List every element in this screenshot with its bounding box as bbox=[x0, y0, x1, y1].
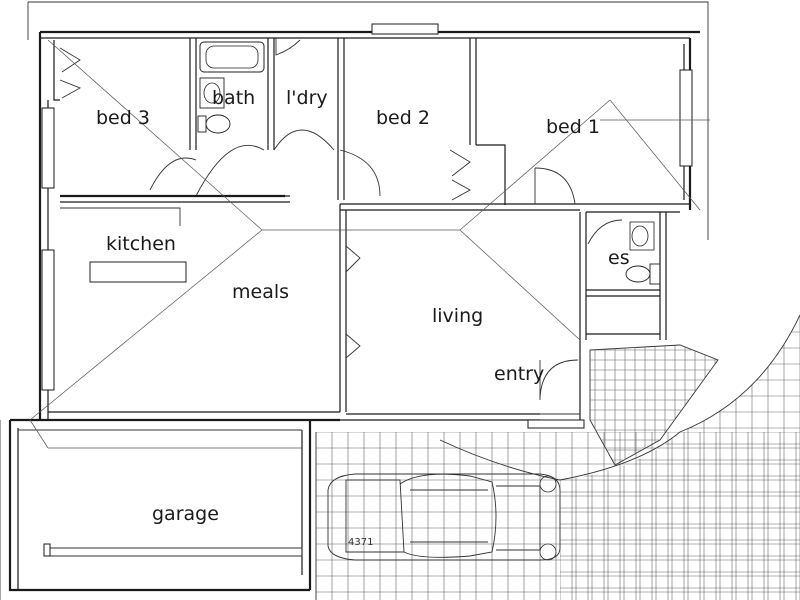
room-label-garage: garage bbox=[152, 503, 219, 525]
fixtures bbox=[60, 41, 661, 285]
room-labels: bed 3 bath l'dry bed 2 bed 1 kitchen mea… bbox=[96, 87, 630, 525]
outer-walls bbox=[8, 23, 700, 592]
curved-path-edge bbox=[315, 314, 800, 600]
room-label-meals: meals bbox=[232, 281, 289, 303]
room-label-bed-2: bed 2 bbox=[376, 107, 430, 129]
room-label-bed-3: bed 3 bbox=[96, 107, 150, 129]
room-label-living: living bbox=[432, 305, 483, 327]
paving-grid bbox=[316, 432, 800, 600]
room-label-ensuite: es bbox=[608, 247, 630, 269]
room-label-laundry: l'dry bbox=[286, 87, 328, 109]
room-label-entry: entry bbox=[494, 363, 544, 385]
room-label-bed-1: bed 1 bbox=[546, 116, 600, 138]
doors bbox=[59, 38, 623, 415]
site-boundary bbox=[0, 1, 709, 600]
roof-lines bbox=[29, 39, 710, 449]
room-label-bath: bath bbox=[212, 87, 255, 109]
car-number: 4371 bbox=[348, 537, 373, 548]
room-label-kitchen: kitchen bbox=[106, 233, 176, 255]
car-outline: 4371 bbox=[327, 473, 561, 561]
